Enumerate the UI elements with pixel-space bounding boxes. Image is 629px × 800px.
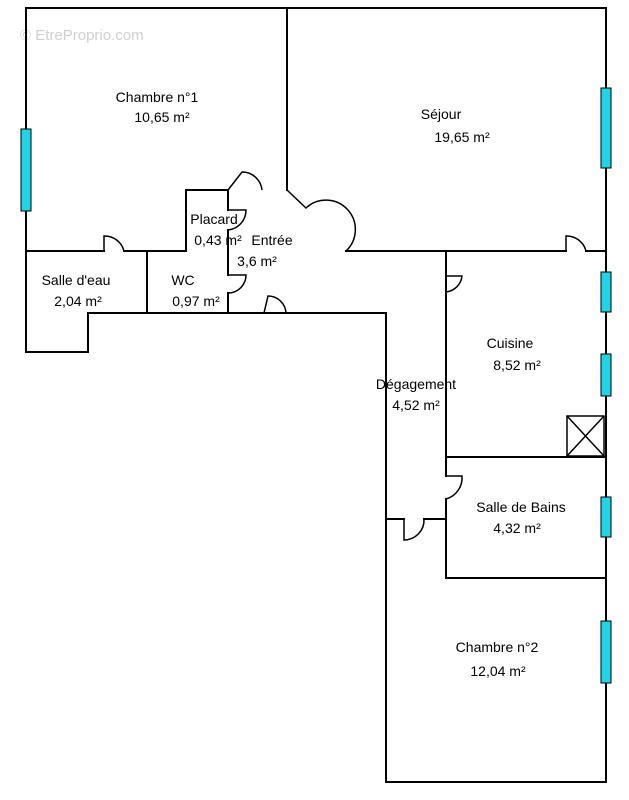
room-area: 19,65 m² <box>434 129 490 145</box>
room-labels: Chambre n°1 10,65 m² Séjour 19,65 m² Pla… <box>42 89 566 679</box>
room-area: 8,52 m² <box>493 357 541 373</box>
window <box>600 496 612 538</box>
room-area: 2,04 m² <box>54 293 102 309</box>
window <box>600 271 612 313</box>
window <box>600 353 612 397</box>
room-name: Salle d'eau <box>42 272 111 288</box>
room-name: WC <box>171 272 194 288</box>
watermark: © EtreProprio.com <box>20 27 144 44</box>
room-name: Entrée <box>251 232 292 248</box>
room-area: 4,52 m² <box>392 397 440 413</box>
window <box>600 87 612 169</box>
doors <box>103 171 587 541</box>
room-name: Chambre n°2 <box>456 639 539 655</box>
room-area: 0,43 m² <box>194 232 242 248</box>
room-area: 10,65 m² <box>134 109 190 125</box>
room-name: Chambre n°1 <box>116 89 199 105</box>
room-area: 3,6 m² <box>237 253 277 269</box>
window <box>20 128 32 212</box>
windows <box>20 87 612 684</box>
room-area: 12,04 m² <box>470 663 526 679</box>
room-area: 4,32 m² <box>493 520 541 536</box>
room-name: Placard <box>190 211 237 227</box>
room-name: Salle de Bains <box>476 499 566 515</box>
window <box>600 620 612 684</box>
room-name: Séjour <box>421 106 462 122</box>
room-name: Dégagement <box>376 376 456 392</box>
room-area: 0,97 m² <box>172 293 220 309</box>
ventilation-shaft <box>566 415 605 457</box>
room-name: Cuisine <box>487 335 534 351</box>
